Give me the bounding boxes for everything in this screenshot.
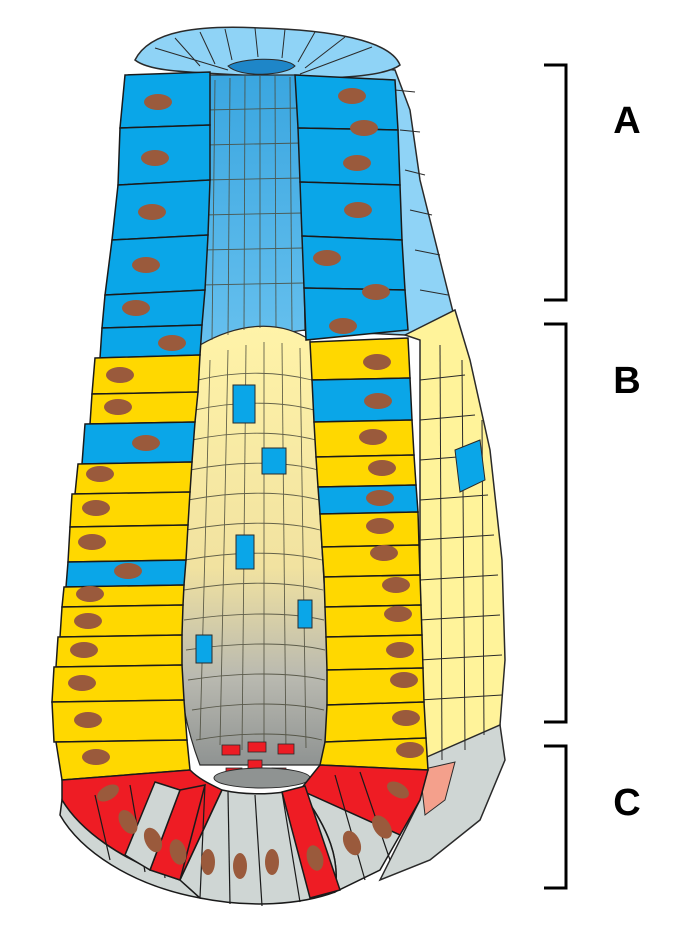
crypt-lumen: [175, 74, 329, 789]
bracket-b: [544, 322, 568, 724]
cell-nuclei: [68, 88, 424, 879]
label-b: B: [613, 360, 640, 402]
bracket-c: [544, 744, 568, 890]
label-a: A: [613, 100, 640, 142]
crypt-top-rim: [134, 26, 401, 79]
bracket-a: [544, 63, 568, 302]
label-c: C: [613, 782, 640, 824]
